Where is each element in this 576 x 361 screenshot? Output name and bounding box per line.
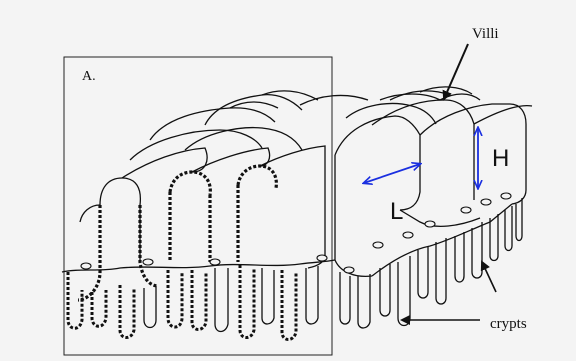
villi-label: Villi: [472, 26, 499, 42]
villi-back-rows: [130, 87, 472, 160]
villi-front-left: [78, 146, 325, 300]
crypts-pointer-arrow-upper: [482, 262, 496, 292]
height-label: H: [492, 145, 509, 172]
mucosa-baseline: [62, 260, 335, 272]
length-measure-arrow: [364, 164, 420, 183]
crypts-label: crypts: [490, 316, 527, 332]
crypts-left: [68, 265, 318, 340]
panel-label: A.: [82, 69, 96, 84]
villi-front-right: [335, 94, 532, 276]
length-label: L: [390, 198, 403, 225]
